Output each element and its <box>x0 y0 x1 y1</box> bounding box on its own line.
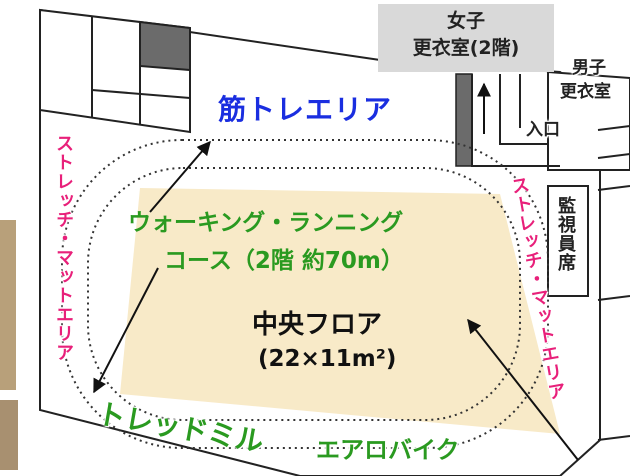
entrance-label: 入口 <box>526 120 560 140</box>
entrance-dark-wall <box>455 73 473 167</box>
mens-locker-outline <box>547 70 630 171</box>
womens-locker-label-1: 女子 <box>446 10 485 32</box>
arrow-to-strength-area <box>149 140 211 213</box>
mens-locker-label-1: 男子 <box>572 58 606 78</box>
monitor-seat-label: 監視員席 <box>555 196 576 272</box>
womens-locker-label-2: 更衣室(2階) <box>412 37 520 59</box>
aerobike-label: エアロバイク <box>316 436 460 464</box>
center-floor-title: 中央フロア <box>252 310 383 340</box>
monitor-seat-box <box>547 185 589 297</box>
stretch-mat-area-left: ストレッチ・マットエリア <box>53 134 74 362</box>
mens-locker-label-2: 更衣室 <box>560 82 611 102</box>
arrow-to-treadmill <box>93 267 159 394</box>
walking-running-track-inner <box>87 167 521 421</box>
center-floor-size: (22×11m²) <box>258 346 397 372</box>
strength-area-label: 筋トレエリア <box>218 93 393 126</box>
womens-locker-room: 女子 更衣室(2階) <box>378 4 554 72</box>
dark-storage-room <box>139 20 191 72</box>
walking-running-track <box>61 139 549 449</box>
course-label-line2: コース（2階 約70m） <box>164 248 404 274</box>
photo-edge-sliver <box>0 400 18 470</box>
arrow-to-center-floor <box>467 318 579 461</box>
room-divider <box>91 89 191 99</box>
photo-edge-sliver <box>0 220 16 390</box>
entrance-corridor <box>471 74 560 167</box>
central-floor-area <box>120 188 560 434</box>
right-wall-detail <box>597 125 630 441</box>
course-label-line1: ウォーキング・ランニング <box>128 210 404 236</box>
